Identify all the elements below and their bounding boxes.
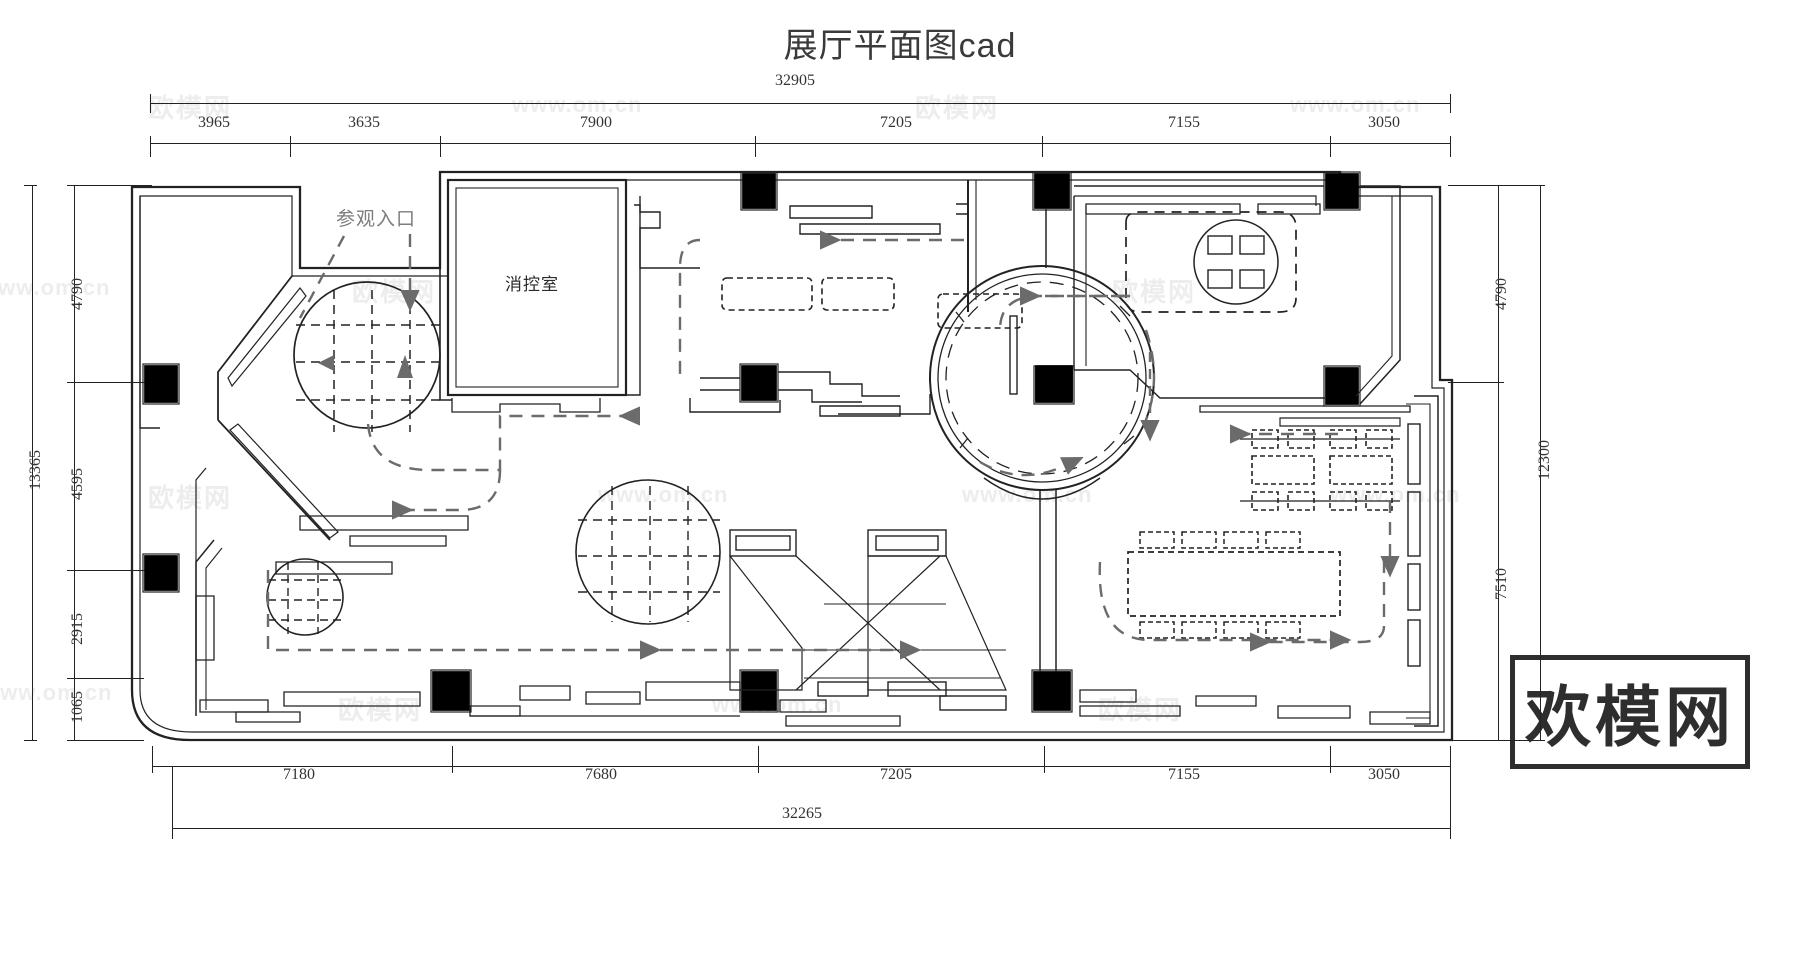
dim-tick (755, 136, 756, 149)
x-display-structures (729, 529, 1007, 711)
circulation-paths (266, 230, 1400, 660)
dim-tick (1450, 820, 1451, 839)
mid-circular-exhibit (575, 479, 721, 625)
display-cases-top (721, 277, 1023, 329)
dim-tick (67, 382, 80, 383)
dim-bottom-seg-4: 7155 (1168, 766, 1200, 783)
circulation-arrowheads (318, 355, 413, 378)
dim-bottom-overall-text: 32265 (782, 805, 822, 822)
mid-exhibit-walls (689, 371, 931, 417)
dim-bottom-seg-1: 7180 (283, 766, 315, 783)
dim-ext (1450, 143, 1451, 157)
dim-top-seg-6: 3050 (1368, 114, 1400, 131)
dim-ext (440, 143, 441, 157)
chevron-wall (139, 196, 160, 429)
dim-ext (755, 143, 756, 157)
rotunda-stem-bottom (1039, 490, 1057, 672)
structural-columns (144, 173, 1359, 711)
dim-tick (67, 570, 80, 571)
dim-ext (150, 143, 151, 157)
dim-tick (67, 185, 80, 186)
dim-tick (440, 136, 441, 149)
small-circular-exhibit (266, 558, 344, 636)
dim-bottom-overall-line (172, 828, 1450, 829)
fire-control-room (439, 178, 641, 413)
dim-top-seg-4: 7205 (880, 114, 912, 131)
dim-ext (74, 678, 144, 679)
rotunda-bottom-platform (983, 477, 1101, 500)
dim-tick (1042, 136, 1043, 149)
conference-table-zone (1127, 531, 1341, 639)
dim-bottom-seg-line (152, 766, 1450, 767)
watermark-brand-box: 欢模网 (1510, 655, 1750, 769)
dim-top-overall-text: 32905 (775, 72, 815, 89)
dim-bottom-seg-3: 7205 (880, 766, 912, 783)
right-lower-room (1199, 395, 1439, 727)
top-right-dashed-zone (1125, 211, 1297, 313)
dim-ext (1448, 185, 1540, 186)
dim-ext (452, 746, 453, 768)
dim-bottom-seg-5: 3050 (1368, 766, 1400, 783)
dim-tick (24, 185, 37, 186)
dim-tick (1450, 136, 1451, 149)
central-rotunda (929, 265, 1155, 491)
dim-ext (1044, 746, 1045, 768)
dim-tick (150, 136, 151, 149)
dim-ext (290, 143, 291, 157)
dim-top-seg-1: 3965 (198, 114, 230, 131)
watermark-brand: 欢模网 (1525, 680, 1735, 754)
dim-tick (1330, 136, 1331, 149)
page-title: 展厅平面图cad (783, 27, 1017, 65)
dim-ext (74, 185, 152, 186)
top-center-exhibit-walls (639, 196, 968, 269)
dim-top-seg-line (150, 143, 1450, 144)
dim-right-seg-line (1498, 185, 1499, 740)
top-right-room (1073, 185, 1401, 405)
dim-tick (290, 136, 291, 149)
dim-ext (1042, 143, 1043, 157)
dim-ext (1450, 746, 1451, 828)
dim-ext (74, 740, 144, 741)
dim-top-seg-2: 3635 (348, 114, 380, 131)
left-mid-display (195, 515, 469, 661)
dim-tick (1450, 94, 1451, 113)
dim-ext (758, 746, 759, 768)
dim-ext (1330, 143, 1331, 157)
plan-label-fire-control-room: 消控室 (505, 275, 559, 294)
bottom-display-walls (199, 681, 1431, 727)
plan-label-entrance: 参观入口 (336, 209, 417, 230)
dim-ext (74, 570, 164, 571)
building-outline (130, 170, 1454, 742)
cafe-table-grid (1251, 429, 1393, 511)
dim-tick (67, 740, 80, 741)
dim-top-overall-line (150, 103, 1450, 104)
chevron-wall-band-upper (227, 287, 307, 388)
column-outlines (142, 171, 1361, 713)
chevron-wall-diag-upper (217, 275, 293, 420)
dim-ext (1448, 382, 1498, 383)
chevron-wall-band-lower (229, 423, 339, 539)
dim-right-overall-line (1540, 185, 1541, 740)
dim-ext (74, 382, 164, 383)
dim-ext (1448, 740, 1540, 741)
chevron-wall-diag-lower (217, 419, 331, 541)
dim-left-overall-line (32, 185, 33, 740)
dim-top-seg-5: 7155 (1168, 114, 1200, 131)
dim-left-seg-line (74, 185, 75, 740)
entry-circular-exhibit (293, 281, 444, 432)
dim-bottom-seg-2: 7680 (585, 766, 617, 783)
dim-tick (67, 678, 80, 679)
dim-tick (172, 820, 173, 839)
dim-tick (150, 94, 151, 113)
dim-ext (1330, 746, 1331, 768)
chevron-wall-band-lower2 (195, 467, 207, 700)
left-lower-diagonal (195, 539, 215, 716)
dim-tick (24, 740, 37, 741)
left-lower-diagonal2 (205, 547, 223, 710)
dim-top-seg-3: 7900 (580, 114, 612, 131)
dim-ext (152, 746, 153, 768)
dim-ext (172, 766, 173, 828)
